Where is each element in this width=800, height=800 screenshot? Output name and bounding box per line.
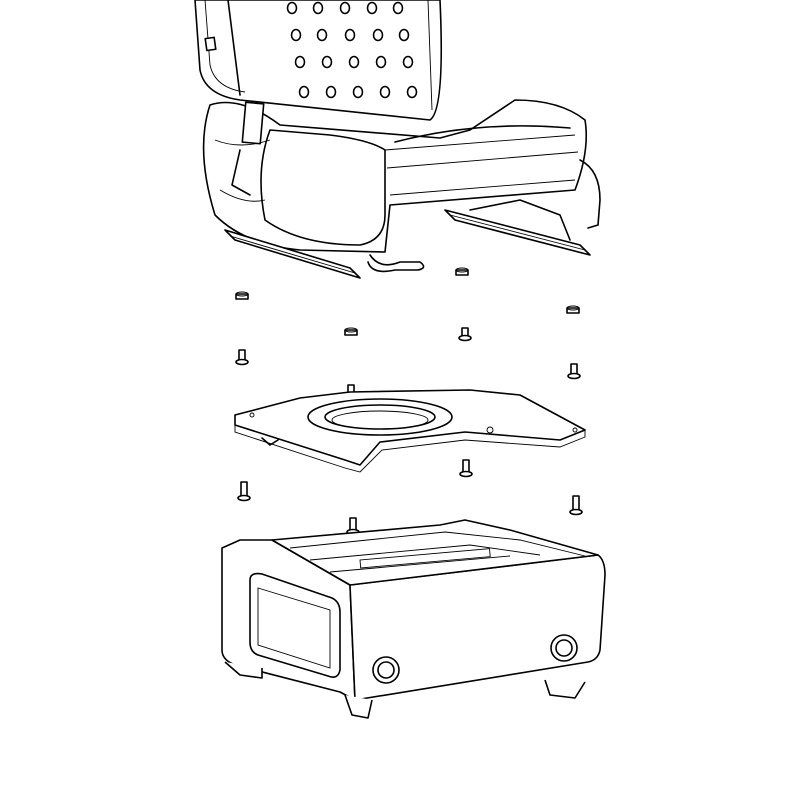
vent-hole [398,28,410,42]
seat-cushion [202,99,601,253]
vent-hole [406,85,418,99]
seat-base [221,519,606,719]
fasteners [235,267,583,536]
bolt [459,459,473,478]
vent-hole [402,55,414,69]
nut [566,305,580,314]
vent-hole [339,1,351,15]
vent-hole [316,28,328,42]
seat-back [194,0,443,121]
vent-hole [379,85,391,99]
vent-hole [286,1,298,15]
bolt [237,481,251,502]
bolt [235,349,249,366]
vent-hole [348,55,360,69]
vent-hole [321,55,333,69]
vent-hole [294,55,306,69]
vent-hole [290,28,302,42]
vent-hole [375,55,387,69]
bolt [569,495,583,516]
vent-hole [352,85,364,99]
vent-hole [298,85,310,99]
nut [235,291,249,300]
swivel-plate [234,389,586,473]
vent-hole [344,28,356,42]
vent-hole [366,1,378,15]
bolt [567,363,581,380]
nut [344,327,358,336]
vent-hole [325,85,337,99]
bolt [458,327,472,342]
ventilation-holes [286,1,418,99]
vent-hole [312,1,324,15]
seat-rails [224,199,591,279]
vent-hole [392,1,404,15]
vent-hole [372,28,384,42]
nut [455,267,469,276]
